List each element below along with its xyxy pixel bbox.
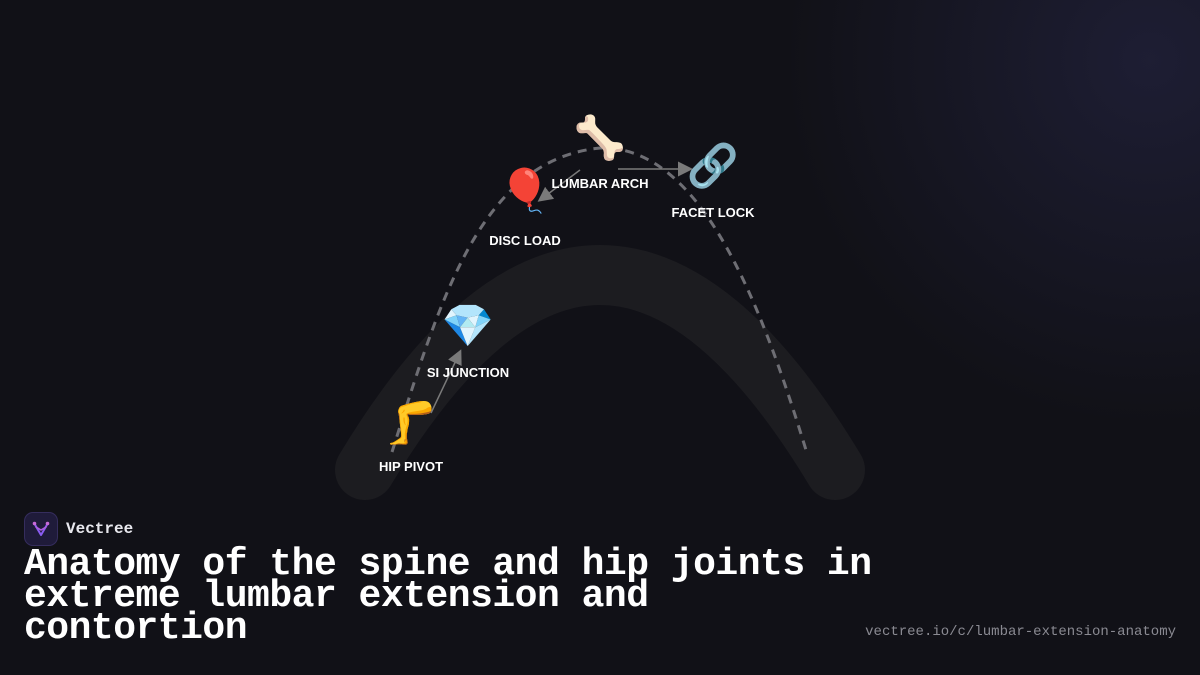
leg-icon: 🦵 — [385, 398, 437, 447]
node-disc-load: 🎈 DISC LOAD — [489, 165, 561, 248]
arch-shadow — [335, 245, 865, 500]
node-lumbar-arch: 🦴 LUMBAR ARCH — [551, 112, 648, 191]
balloon-icon: 🎈 — [499, 165, 551, 215]
page-title: Anatomy of the spine and hip joints in e… — [24, 543, 872, 650]
node-si-junction: 💎 SI JUNCTION — [427, 301, 509, 380]
gem-icon: 💎 — [442, 301, 494, 350]
vectree-logo-icon — [24, 512, 58, 546]
node-label: SI JUNCTION — [427, 365, 509, 380]
bone-icon: 🦴 — [574, 112, 626, 162]
node-label: HIP PIVOT — [379, 459, 443, 474]
arrow-lumbar-to-disc — [537, 169, 581, 202]
node-label: DISC LOAD — [489, 233, 561, 248]
spine-curve — [390, 146, 808, 453]
arrow-hip-to-si — [430, 349, 462, 414]
link-icon: 🔗 — [687, 140, 739, 191]
node-hip-pivot: 🦵 HIP PIVOT — [379, 398, 443, 474]
brand-name: Vectree — [66, 520, 134, 538]
page-url[interactable]: vectree.io/c/lumbar-extension-anatomy — [865, 624, 1176, 640]
node-label: LUMBAR ARCH — [551, 176, 648, 191]
node-label: FACET LOCK — [671, 205, 755, 220]
brand[interactable]: Vectree — [24, 512, 133, 546]
node-facet-lock: 🔗 FACET LOCK — [671, 140, 755, 220]
